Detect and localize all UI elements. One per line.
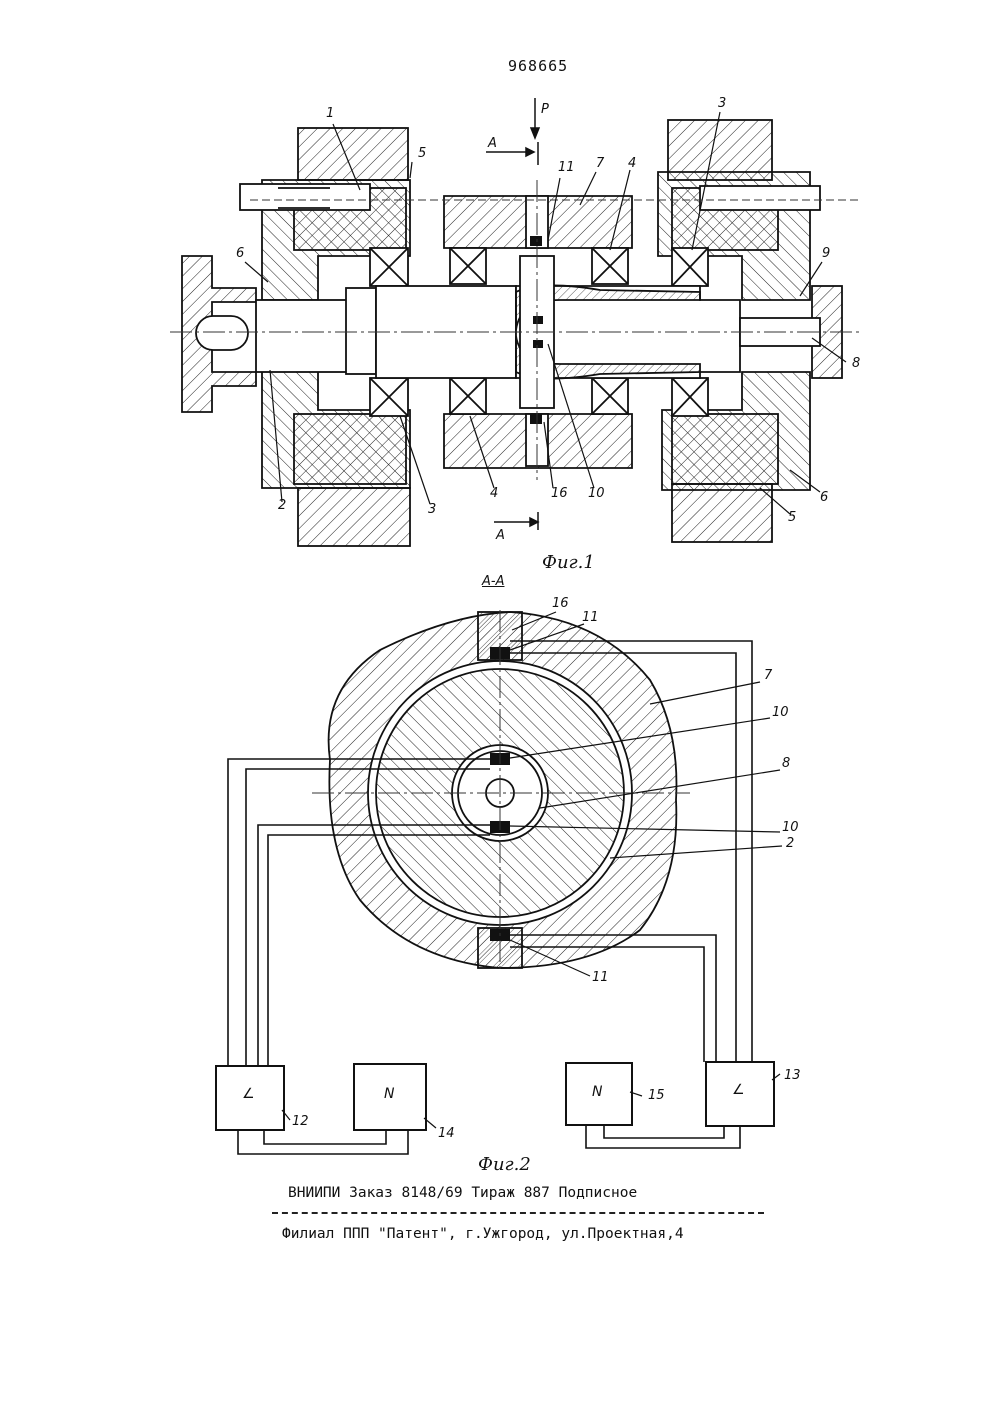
box-13-number: 13 [784,1068,801,1083]
fig2-label-10b: 10 [782,820,799,835]
footer-publication-line: ВНИИПИ Заказ 8148/69 Тираж 887 Подписное [288,1185,637,1201]
fig2-label-11: 11 [582,610,599,625]
box-14-number: 14 [438,1126,455,1141]
fig2-label-11b: 11 [592,970,609,985]
section-title: А-А [482,574,504,589]
box-12-number: 12 [292,1114,309,1129]
fig2-label-2: 2 [786,836,794,851]
box-14-symbol: N [384,1086,394,1102]
box-13-symbol: ∠ [732,1082,745,1098]
fig2-label-10a: 10 [772,705,789,720]
box-12-symbol: ∠ [242,1086,255,1102]
footer-address-line: Филиал ППП "Патент", г.Ужгород, ул.Проек… [282,1226,684,1242]
footer-divider [272,1212,764,1214]
box-15-symbol: N [592,1084,602,1100]
box-15-number: 15 [648,1088,665,1103]
figure-2-caption: Фиг.2 [478,1154,531,1175]
fig2-label-16: 16 [552,596,569,611]
fig2-label-8: 8 [782,756,790,771]
fig2-label-7: 7 [764,668,772,683]
